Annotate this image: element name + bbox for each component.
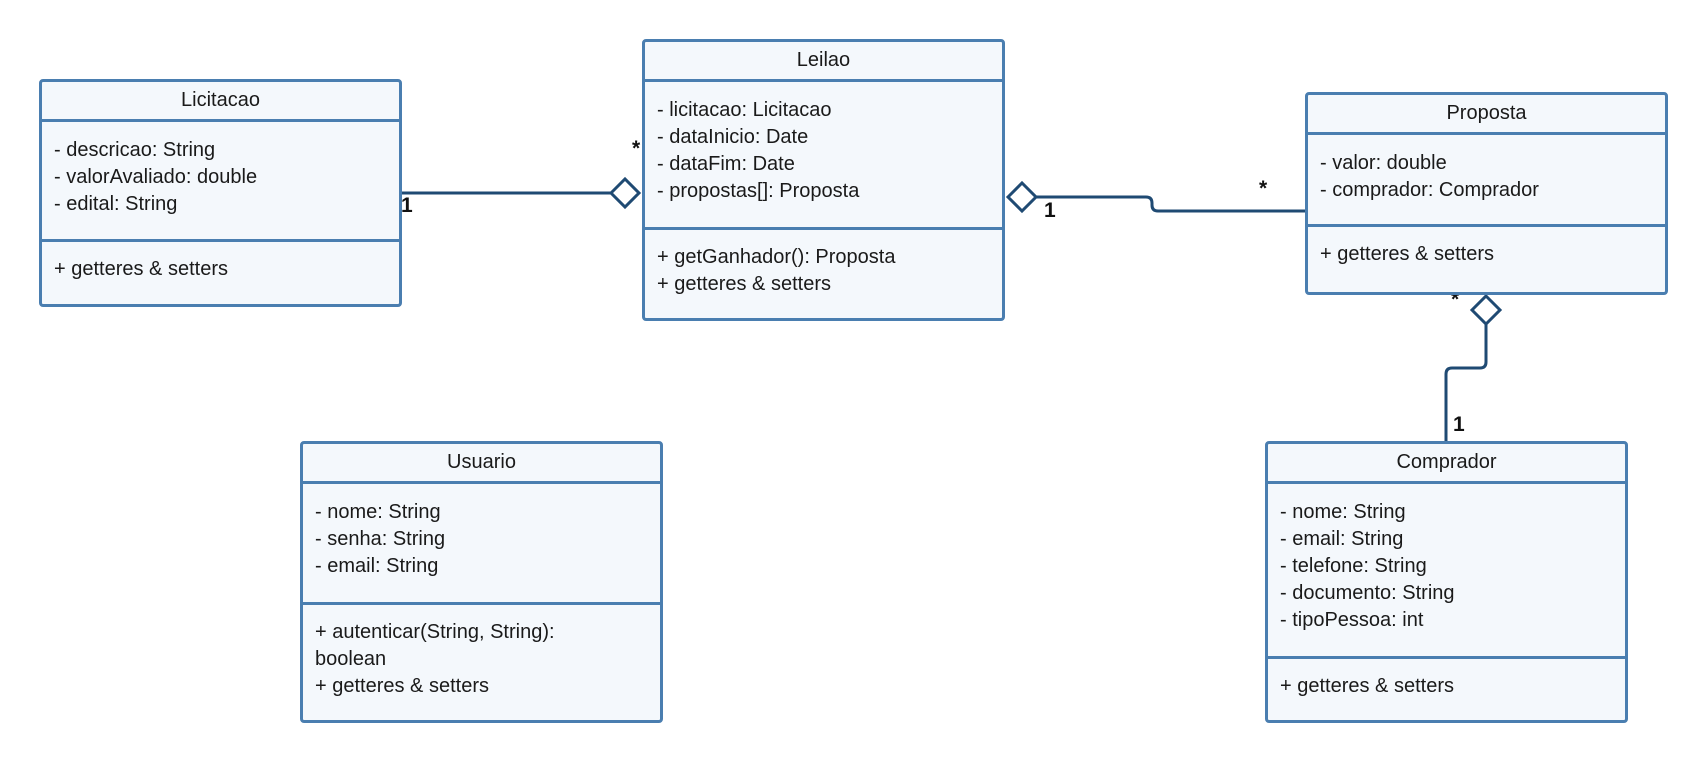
attribute: - telefone: String: [1280, 555, 1427, 577]
attribute: - licitacao: Licitacao: [657, 99, 832, 121]
attribute: - email: String: [1280, 528, 1404, 550]
class-proposta[interactable]: Proposta - valor: double - comprador: Co…: [1305, 92, 1668, 295]
attributes-section: - valor: double - comprador: Comprador: [1308, 135, 1665, 227]
methods-section: + getteres & setters: [1308, 227, 1665, 268]
aggregation-diamond-leilao-licitacao: [608, 176, 642, 210]
aggregation-diamond-proposta-comprador: [1469, 293, 1503, 327]
method: + getteres & setters: [315, 675, 489, 697]
method: + getGanhador(): Proposta: [657, 246, 896, 268]
class-name: Usuario: [303, 444, 660, 484]
method: + getteres & setters: [1280, 675, 1454, 697]
attribute: - valorAvaliado: double: [54, 166, 258, 188]
attributes-section: - licitacao: Licitacao - dataInicio: Dat…: [645, 82, 1002, 230]
attribute: - dataInicio: Date: [657, 126, 809, 148]
class-comprador[interactable]: Comprador - nome: String - email: String…: [1265, 441, 1628, 723]
attributes-section: - descricao: String - valorAvaliado: dou…: [42, 122, 399, 242]
methods-section: + getteres & setters: [1268, 659, 1625, 700]
attribute: - email: String: [315, 555, 439, 577]
attribute: - valor: double: [1320, 152, 1447, 174]
attribute: - nome: String: [315, 501, 441, 523]
attribute: - tipoPessoa: int: [1280, 609, 1424, 631]
method: + getteres & setters: [54, 258, 228, 280]
methods-section: + getGanhador(): Proposta + getteres & s…: [645, 230, 1002, 298]
multiplicity-proposta-comprador-end: *: [1451, 288, 1460, 311]
attribute: - comprador: Comprador: [1320, 179, 1539, 201]
methods-section: + autenticar(String, String): boolean + …: [303, 605, 660, 700]
multiplicity-leilao-proposta-end: 1: [1044, 199, 1056, 222]
class-leilao[interactable]: Leilao - licitacao: Licitacao - dataInic…: [642, 39, 1005, 321]
attributes-section: - nome: String - email: String - telefon…: [1268, 484, 1625, 659]
attribute: - propostas[]: Proposta: [657, 180, 860, 202]
class-name: Leilao: [645, 42, 1002, 82]
method: + getteres & setters: [657, 273, 831, 295]
multiplicity-comprador-end: 1: [1453, 413, 1465, 436]
multiplicity-licitacao-end: 1: [401, 194, 413, 217]
attribute: - descricao: String: [54, 139, 216, 161]
multiplicity-leilao-licitacao-end: *: [632, 137, 641, 160]
attribute: - edital: String: [54, 193, 178, 215]
attributes-section: - nome: String - senha: String - email: …: [303, 484, 660, 605]
methods-section: + getteres & setters: [42, 242, 399, 283]
class-licitacao[interactable]: Licitacao - descricao: String - valorAva…: [39, 79, 402, 307]
attribute: - nome: String: [1280, 501, 1406, 523]
attribute: - senha: String: [315, 528, 446, 550]
class-name: Licitacao: [42, 82, 399, 122]
attribute: - dataFim: Date: [657, 153, 795, 175]
aggregation-diamond-leilao-proposta: [1005, 180, 1039, 214]
class-name: Comprador: [1268, 444, 1625, 484]
method: + autenticar(String, String): boolean: [315, 621, 555, 670]
class-usuario[interactable]: Usuario - nome: String - senha: String -…: [300, 441, 663, 723]
connector-proposta-comprador: [1444, 324, 1488, 441]
attribute: - documento: String: [1280, 582, 1455, 604]
class-name: Proposta: [1308, 95, 1665, 135]
method: + getteres & setters: [1320, 243, 1494, 265]
multiplicity-proposta-leilao-end: *: [1259, 177, 1268, 200]
